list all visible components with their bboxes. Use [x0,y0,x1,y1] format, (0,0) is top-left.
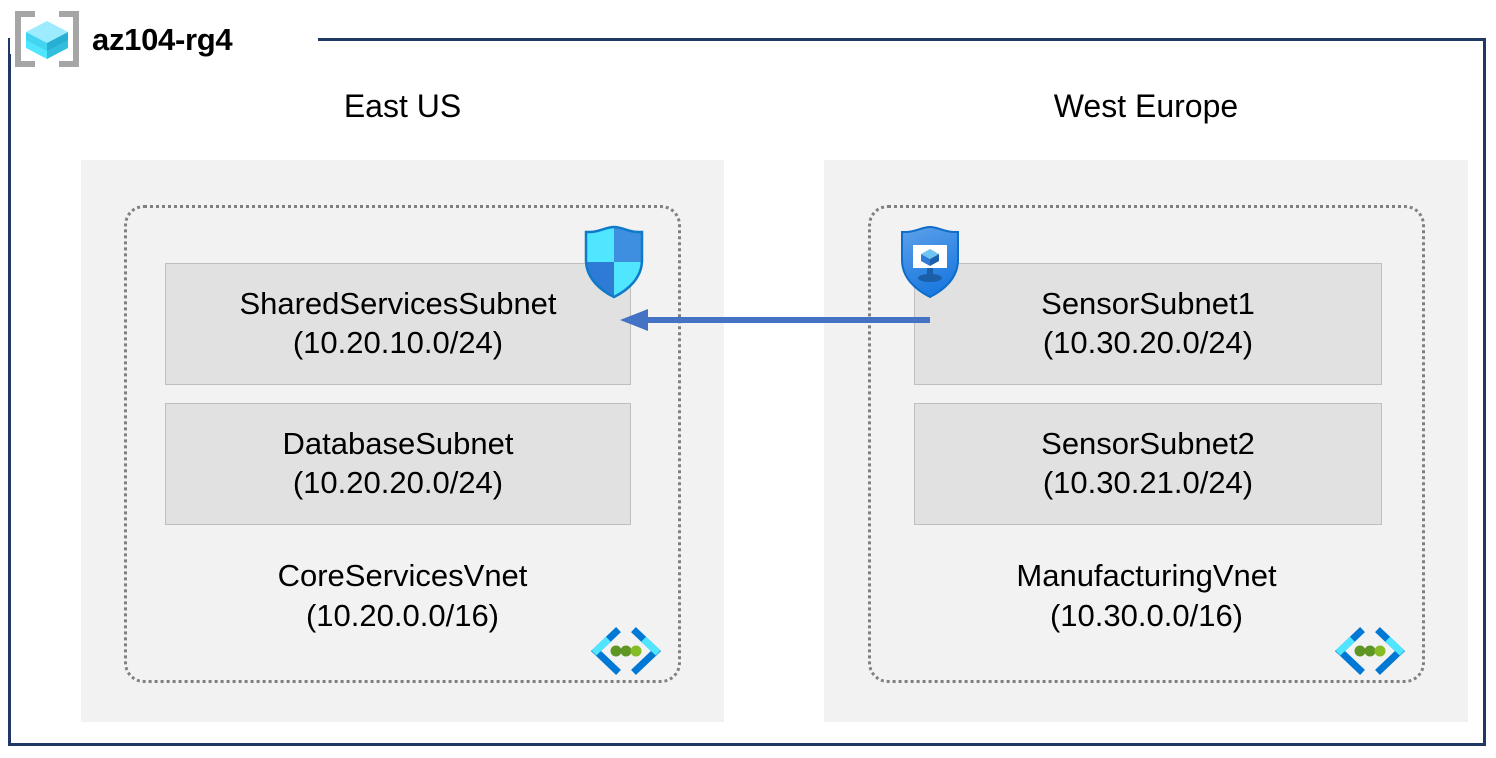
subnet-database[interactable]: DatabaseSubnet (10.20.20.0/24) [165,403,631,525]
virtual-network-icon [1334,627,1406,675]
resource-group-header: az104-rg4 [12,8,233,70]
subnet-cidr: (10.20.10.0/24) [292,325,504,360]
subnet-cidr: (10.30.20.0/24) [1042,325,1254,360]
subnet-name: DatabaseSubnet [282,426,514,462]
network-security-group-shield-icon[interactable] [580,224,648,300]
subnet-name: SensorSubnet2 [1041,426,1255,462]
resource-group-name: az104-rg4 [92,21,233,57]
vnet-cidr: (10.20.0.0/16) [305,597,500,633]
vnet-name: CoreServicesVnet [277,558,528,593]
resource-group-frame [8,38,1486,746]
vnet-caption-core-services: CoreServicesVnet (10.20.0.0/16) [127,556,678,635]
subnet-name: SharedServicesSubnet [239,286,557,322]
subnet-name: SensorSubnet1 [1041,286,1255,322]
vnet-cidr: (10.30.0.0/16) [1049,597,1244,633]
region-label-east-us: East US [343,88,462,124]
vnet-caption-manufacturing: ManufacturingVnet (10.30.0.0/16) [871,556,1422,635]
virtual-network-icon [590,627,662,675]
subnet-sensor-1[interactable]: SensorSubnet1 (10.30.20.0/24) [914,263,1382,385]
subnet-cidr: (10.20.20.0/24) [292,465,504,500]
defender-vm-shield-icon[interactable] [896,224,964,300]
vnet-peering-arrow [620,306,930,334]
vnet-name: ManufacturingVnet [1016,558,1277,593]
vnet-core-services[interactable]: CoreServicesVnet (10.20.0.0/16) [124,205,681,683]
region-label-west-europe: West Europe [1053,88,1239,124]
resource-group-cube-icon [12,10,82,68]
subnet-shared-services[interactable]: SharedServicesSubnet (10.20.10.0/24) [165,263,631,385]
vnet-manufacturing[interactable]: ManufacturingVnet (10.30.0.0/16) [868,205,1425,683]
subnet-sensor-2[interactable]: SensorSubnet2 (10.30.21.0/24) [914,403,1382,525]
subnet-cidr: (10.30.21.0/24) [1042,465,1254,500]
